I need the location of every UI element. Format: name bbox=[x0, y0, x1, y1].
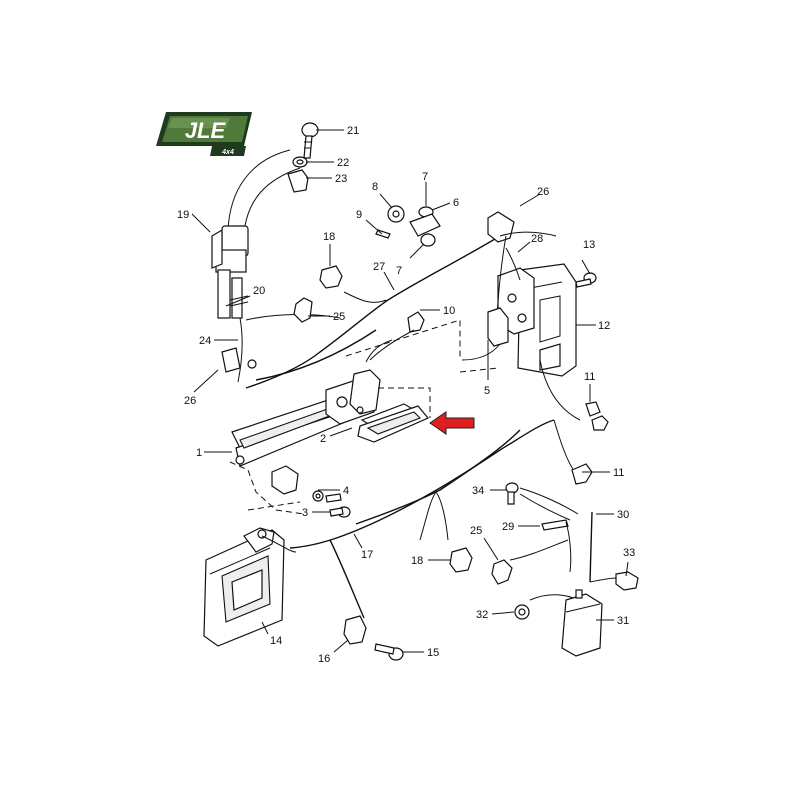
callout-11-bottom: 11 bbox=[613, 467, 624, 479]
callout-2: 2 bbox=[320, 433, 326, 445]
interior-handle-14 bbox=[203, 527, 297, 647]
callout-20: 20 bbox=[253, 285, 265, 297]
actuator-31 bbox=[561, 589, 603, 657]
clip-23 bbox=[287, 169, 309, 193]
bush-18-upper bbox=[319, 265, 343, 289]
callout-9: 9 bbox=[356, 209, 362, 221]
screw-34 bbox=[505, 482, 579, 521]
callout-leaders bbox=[191, 129, 629, 653]
callout-32: 32 bbox=[476, 609, 488, 621]
rod-27 bbox=[245, 235, 501, 389]
clip-16 bbox=[343, 615, 367, 645]
bush-11-upper bbox=[585, 401, 609, 431]
callout-22: 22 bbox=[337, 157, 349, 169]
handle-1 bbox=[231, 339, 393, 467]
callout-33: 33 bbox=[623, 547, 635, 559]
screw-21 bbox=[301, 122, 319, 159]
logo-brand-text: JLE bbox=[185, 118, 227, 143]
callout-6: 6 bbox=[453, 197, 459, 209]
screw-3 bbox=[325, 493, 351, 518]
callout-18-bottom: 18 bbox=[411, 555, 423, 567]
callout-17: 17 bbox=[361, 549, 373, 561]
callout-29: 29 bbox=[502, 521, 514, 533]
lock-mechanism-12 bbox=[497, 263, 577, 377]
callout-25-top: 25 bbox=[333, 311, 345, 323]
rod-17 bbox=[289, 419, 555, 549]
callout-28: 28 bbox=[531, 233, 543, 245]
callout-5: 5 bbox=[484, 385, 490, 397]
callout-24: 24 bbox=[199, 335, 211, 347]
callout-8: 8 bbox=[372, 181, 378, 193]
callout-13: 13 bbox=[583, 239, 595, 251]
jle-logo: JLE 4x4 bbox=[156, 112, 252, 156]
callout-26-right: 26 bbox=[537, 186, 549, 198]
screw-15 bbox=[374, 643, 404, 661]
rod-28 bbox=[505, 247, 521, 281]
callout-7-bottom: 7 bbox=[396, 265, 402, 277]
bracket-33 bbox=[589, 571, 639, 591]
callout-11-top: 11 bbox=[584, 371, 595, 383]
callout-14: 14 bbox=[270, 635, 282, 647]
callout-12: 12 bbox=[598, 320, 610, 332]
bracket-5 bbox=[461, 307, 509, 361]
latch-assembly-left bbox=[211, 149, 341, 383]
highlight-arrow bbox=[429, 411, 475, 435]
callout-19: 19 bbox=[177, 209, 189, 221]
rod-30 bbox=[589, 511, 593, 583]
clip-25-lower bbox=[491, 539, 569, 585]
callout-18-top: 18 bbox=[323, 231, 335, 243]
clip-19 bbox=[271, 465, 299, 495]
callout-labels: 21 22 23 7 8 6 9 7 19 18 27 20 25 10 24 … bbox=[177, 125, 635, 665]
callout-30: 30 bbox=[617, 509, 629, 521]
callout-25-bottom: 25 bbox=[470, 525, 482, 537]
callout-4: 4 bbox=[343, 485, 349, 497]
clip-10 bbox=[369, 311, 425, 361]
washer-22 bbox=[292, 156, 308, 168]
callout-3: 3 bbox=[302, 507, 308, 519]
callout-1: 1 bbox=[196, 447, 202, 459]
washer-8 bbox=[387, 205, 405, 223]
bush-18-lower bbox=[449, 547, 473, 573]
logo-sub-text: 4x4 bbox=[221, 149, 234, 156]
callout-10: 10 bbox=[443, 305, 455, 317]
clip-25-upper bbox=[293, 297, 313, 323]
callout-34: 34 bbox=[472, 485, 484, 497]
lock-barrel-6 bbox=[409, 206, 441, 247]
callout-31: 31 bbox=[617, 615, 629, 627]
callout-23: 23 bbox=[335, 173, 347, 185]
callout-15: 15 bbox=[427, 647, 439, 659]
washer-4 bbox=[312, 490, 324, 502]
callout-26-left: 26 bbox=[184, 395, 196, 407]
bezel-2 bbox=[357, 403, 429, 443]
screw-13 bbox=[575, 272, 597, 288]
bellcrank-29 bbox=[541, 519, 572, 573]
callout-21: 21 bbox=[347, 125, 359, 137]
bush-11-lower bbox=[571, 463, 593, 485]
callout-7-top: 7 bbox=[422, 171, 428, 183]
callout-16: 16 bbox=[318, 653, 330, 665]
callout-27: 27 bbox=[373, 261, 385, 273]
